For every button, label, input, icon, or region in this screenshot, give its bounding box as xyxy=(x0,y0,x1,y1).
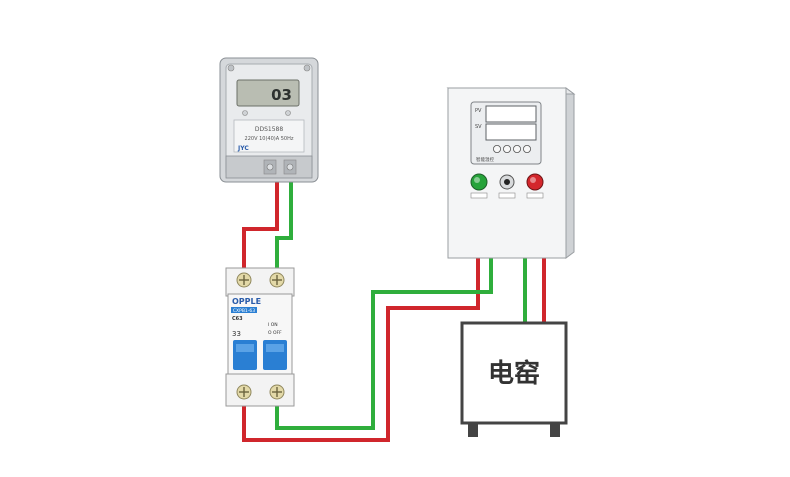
controller-panel-label: 智能温控 xyxy=(476,156,494,163)
start-button-label-plate xyxy=(470,192,488,199)
controller-pv-label: PV xyxy=(475,108,482,114)
electric-kiln: 电窑 xyxy=(460,321,568,437)
meter-plate-line-1: DDS1588 xyxy=(255,126,284,133)
controller-key-up[interactable] xyxy=(523,144,532,153)
controller-sv-display xyxy=(485,123,537,141)
breaker-off-label: O OFF xyxy=(268,330,282,336)
breaker-brand: OPPLE xyxy=(232,297,261,306)
controller-key-down[interactable] xyxy=(513,144,522,153)
meter-display-value: 03 xyxy=(271,86,292,104)
circuit-breaker: OPPLE CXPB1-63 C63 33 I ON O OFF xyxy=(225,267,295,407)
meter-lcd-display xyxy=(236,79,300,107)
breaker-curve-code: C63 xyxy=(232,316,243,322)
meter-nameplate xyxy=(233,119,305,153)
controller-key-shift[interactable] xyxy=(502,144,511,153)
kiln-foot-left xyxy=(468,423,478,437)
breaker-rating: 33 xyxy=(232,330,241,338)
kiln-label: 电窑 xyxy=(488,358,540,389)
breaker-model: CXPB1-63 xyxy=(233,308,255,314)
kiln-foot-right xyxy=(550,423,560,437)
controller-key-set[interactable] xyxy=(492,144,501,153)
wire-meter-breaker-neutral xyxy=(275,182,293,270)
temperature-controller-box: PV SV 智能温控 xyxy=(446,87,576,259)
controller-pv-display xyxy=(485,105,537,123)
breaker-on-label: I ON xyxy=(268,322,278,328)
meter-logo: JYC xyxy=(237,145,249,152)
wires xyxy=(242,182,546,442)
wire-meter-breaker-live xyxy=(242,182,279,270)
start-button[interactable] xyxy=(470,173,488,191)
stop-button-label-plate xyxy=(526,192,544,199)
wire-breaker-controller-live xyxy=(242,255,480,442)
controller-sv-label: SV xyxy=(475,124,482,130)
energy-meter: 03 DDS1588 220V 10(40)A 50Hz JYC xyxy=(219,57,319,183)
indicator-label-plate xyxy=(498,192,516,199)
meter-plate-line-2: 220V 10(40)A 50Hz xyxy=(245,136,294,142)
stop-button[interactable] xyxy=(526,173,544,191)
breaker-model-strip xyxy=(231,307,257,313)
wire-breaker-controller-neutral xyxy=(275,255,493,430)
